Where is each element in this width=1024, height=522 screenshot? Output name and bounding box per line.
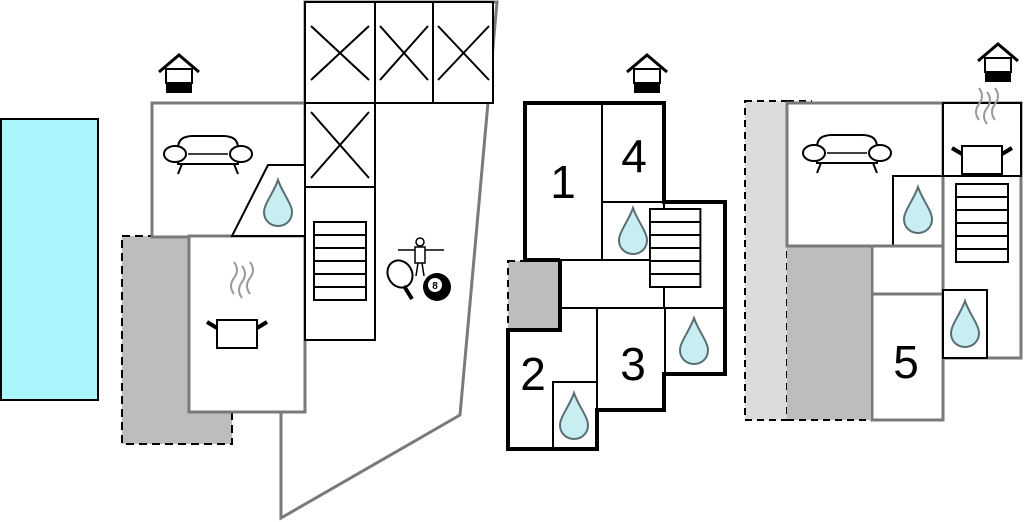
billiard-ball-icon: 8 [423,273,451,301]
room-number-3: 3 [620,338,646,390]
room-number-4: 4 [621,130,647,182]
hallway-floor-2 [559,259,666,309]
table-football-icon [398,237,444,277]
floor-3: 5 [744,42,1023,422]
house-entrance-icon [625,53,669,95]
bedroom-5 [870,292,945,422]
terrace-floor-3-dark [787,247,870,420]
house-entrance-icon [157,53,201,95]
void-boxes [304,1,494,188]
floor-2: 1 4 2 3 [506,53,727,451]
floor-1: 8 [121,0,499,521]
terrace-floor-2 [507,260,561,331]
room-number-1: 1 [550,156,576,208]
room-number-5: 5 [893,336,919,388]
stairs-icon [648,208,702,288]
billiard-ball-label: 8 [432,281,438,292]
pool [0,118,99,401]
terrace-floor-3-light [744,100,788,421]
stairs-icon [955,183,1009,263]
room-number-2: 2 [520,348,546,400]
hallway-floor-3 [870,244,945,296]
outer-wall-floor-2 [506,101,727,451]
table-tennis-icon [386,259,414,301]
stairs-icon [313,221,367,301]
house-entrance-icon [976,42,1020,84]
